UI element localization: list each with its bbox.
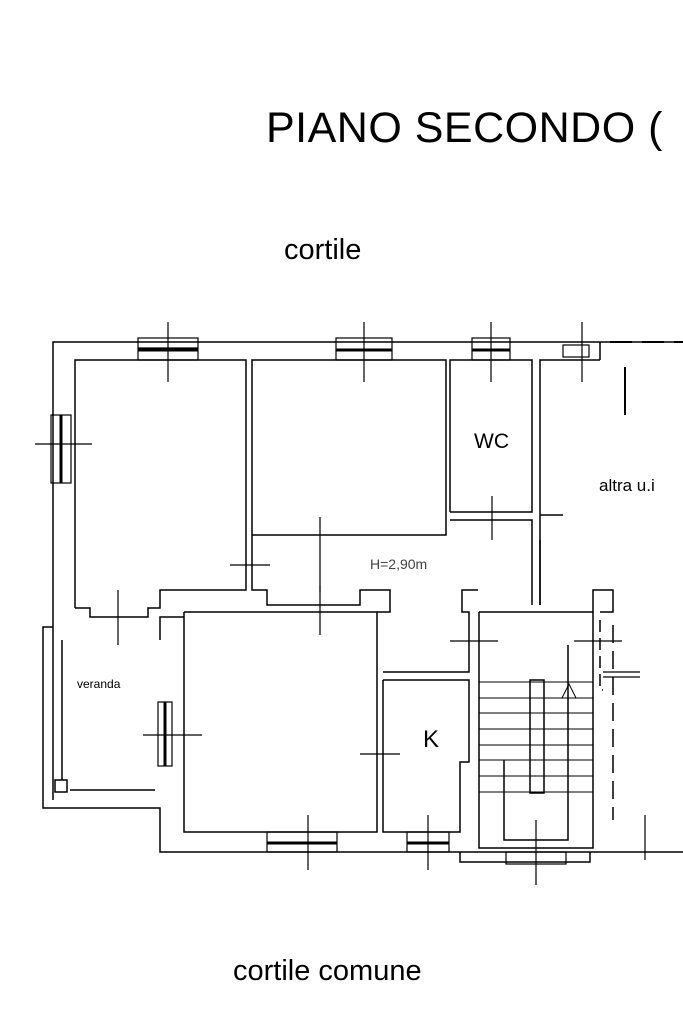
room-label-veranda: veranda bbox=[77, 677, 121, 691]
opening-markers bbox=[35, 322, 646, 885]
room-label-kitchen: K bbox=[423, 726, 440, 753]
stairs bbox=[479, 645, 593, 841]
room-label-wc: WC bbox=[474, 430, 509, 453]
outer-walls bbox=[42, 341, 683, 853]
ceiling-height-label: H=2,90m bbox=[370, 556, 428, 572]
label-cortile: cortile bbox=[284, 234, 362, 266]
label-cortile-comune: cortile comune bbox=[233, 955, 422, 987]
room-label-other-unit: altra u.i bbox=[599, 476, 655, 495]
plan-title: PIANO SECONDO ( bbox=[266, 104, 663, 152]
interior-walls bbox=[52, 341, 683, 863]
